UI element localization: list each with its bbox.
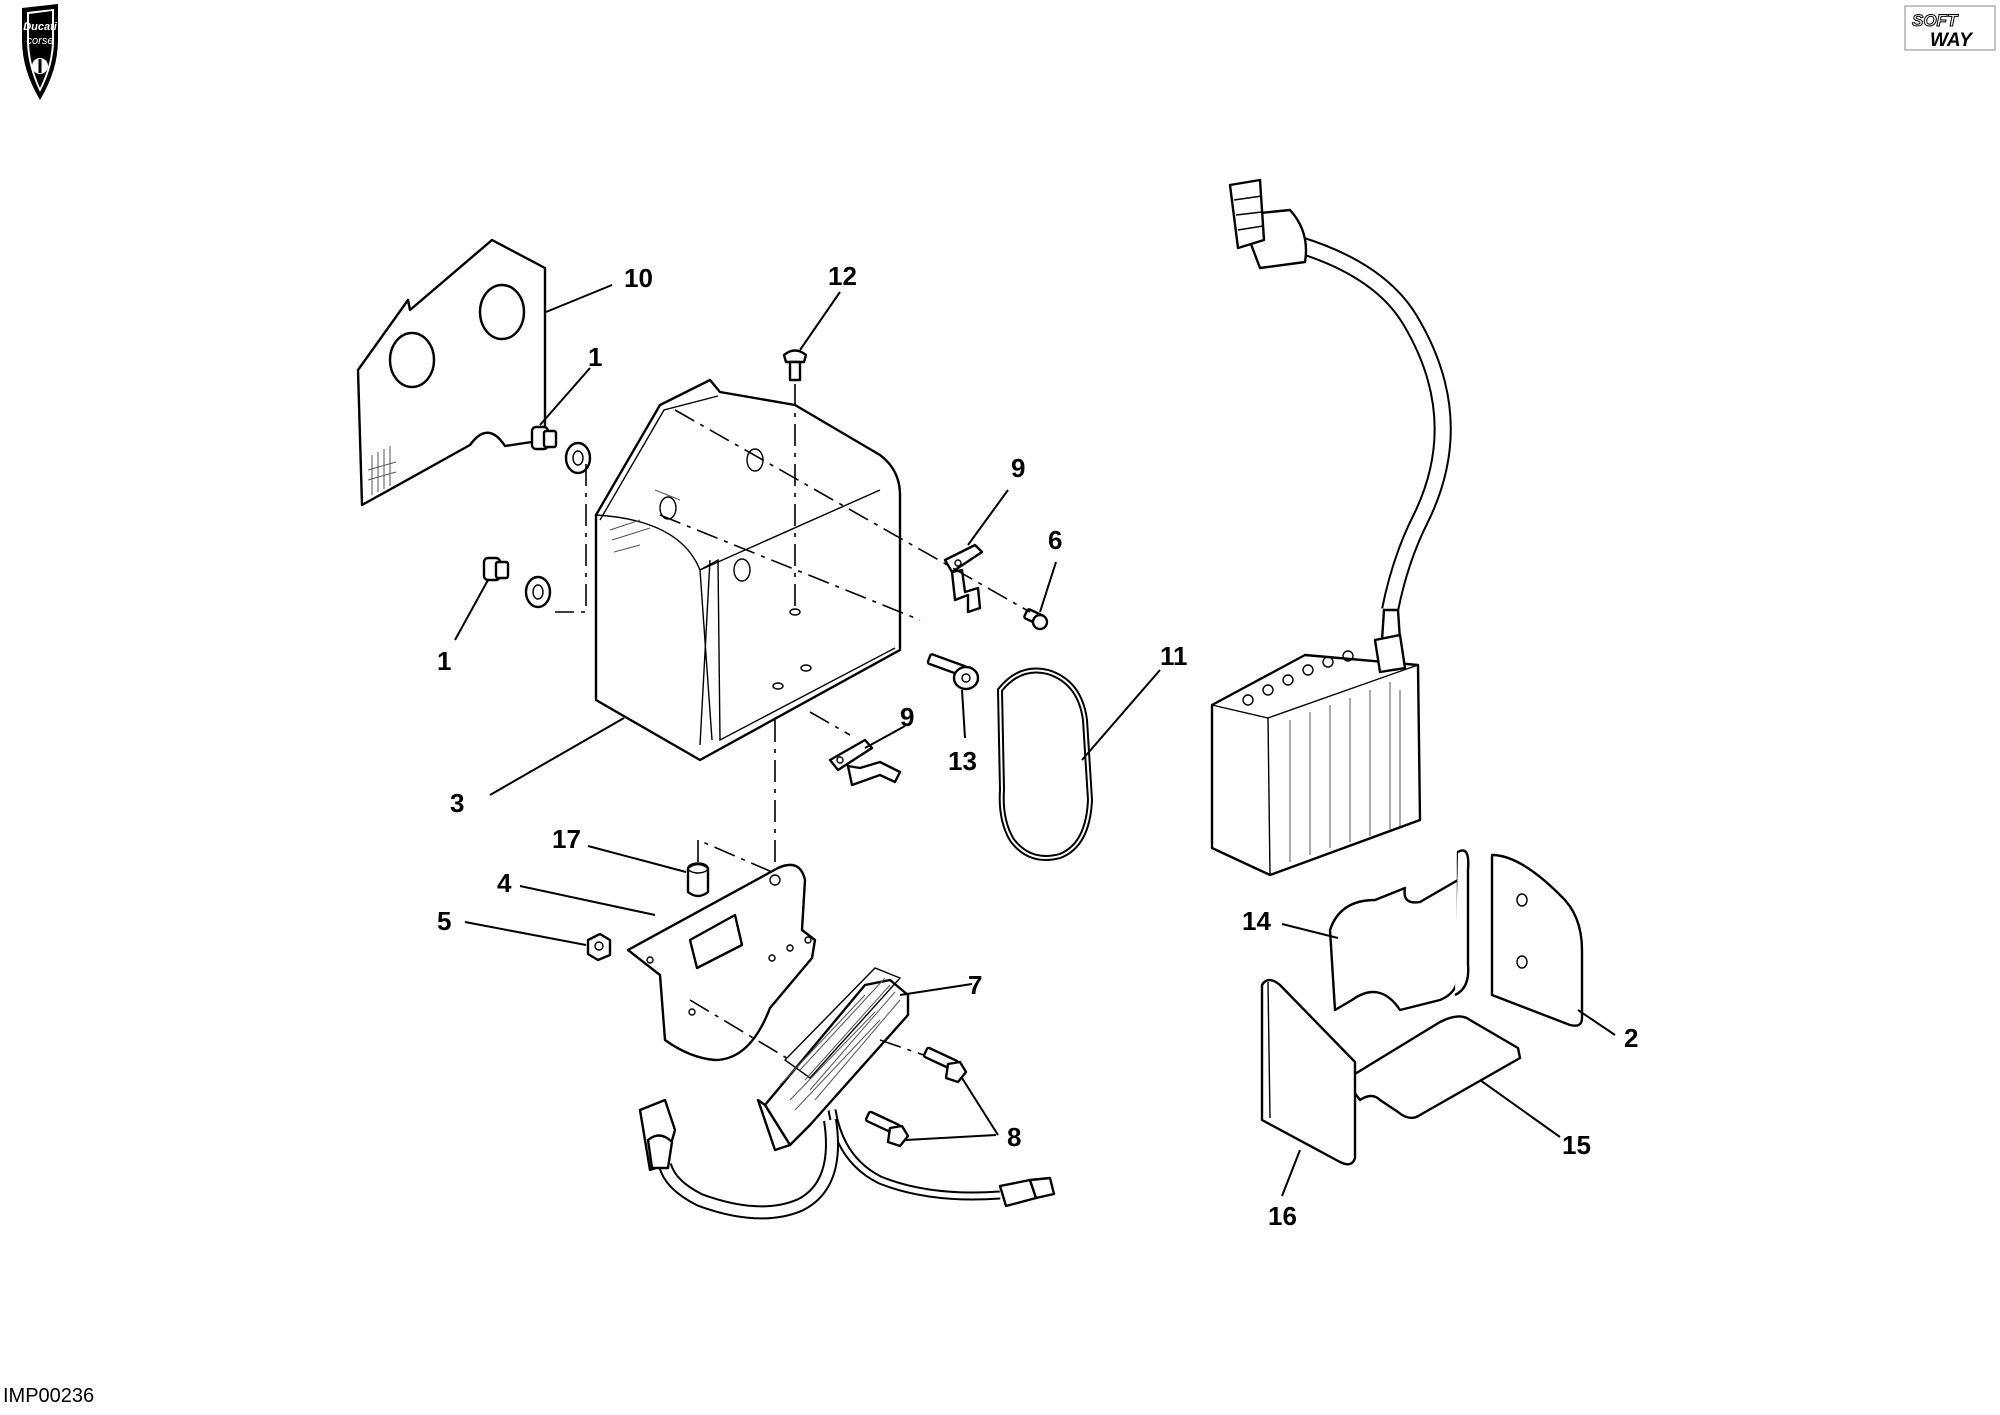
part-16-front-plate <box>1260 978 1357 1166</box>
logo-text-corse: corse <box>27 35 54 47</box>
callout-6: 6 <box>1048 525 1062 555</box>
logo-text-ducati: Ducati <box>23 21 58 33</box>
drawing-code: IMP00236 <box>3 1385 95 1407</box>
leader-5 <box>464 921 587 946</box>
assembly-line-6 <box>674 409 1031 613</box>
callout-8: 8 <box>1007 1122 1021 1152</box>
leader-1-lower <box>454 579 489 641</box>
leader-1-upper <box>539 367 591 426</box>
part-8-bolt-lower <box>864 1110 910 1148</box>
part-6-small-screw <box>1023 608 1049 631</box>
callout-14: 14 <box>1242 906 1271 936</box>
leader-3 <box>489 717 625 796</box>
part-12-screw-top <box>782 349 808 382</box>
callout-9-lower: 9 <box>900 702 914 732</box>
part-13-bolt <box>926 653 980 691</box>
leader-8-upper <box>961 1077 999 1136</box>
leader-16 <box>1281 1149 1301 1197</box>
part-9-clip-lower <box>828 738 902 787</box>
callout-2: 2 <box>1624 1023 1638 1053</box>
part-17-spacer <box>686 862 710 898</box>
assembly-line-grommets <box>555 464 587 613</box>
part-10-heat-shield <box>356 238 547 507</box>
leader-9-upper <box>967 489 1009 546</box>
callout-9-upper: 9 <box>1011 453 1025 483</box>
leader-14 <box>1281 923 1339 939</box>
callout-1-lower: 1 <box>437 646 451 676</box>
part-2-side-plate <box>1490 853 1584 1027</box>
part-15-bracket-base <box>1343 1015 1522 1120</box>
regulator-wiring-harness <box>638 1098 1056 1220</box>
corner-mark-way: WAY <box>1930 30 1974 51</box>
callout-7: 7 <box>968 970 982 1000</box>
callout-5: 5 <box>437 906 451 936</box>
part-14-battery-bracket-rear <box>1328 849 1470 1012</box>
callout-11: 11 <box>1160 641 1188 671</box>
leader-2 <box>1577 1009 1616 1036</box>
callout-16: 16 <box>1268 1201 1297 1231</box>
part-1-grommet-upper <box>530 425 592 475</box>
battery <box>1210 633 1422 877</box>
leader-15 <box>1479 1079 1561 1138</box>
part-3-battery-box <box>594 378 902 762</box>
assembly-line-9-lower <box>809 711 851 736</box>
part-4-mounting-plate <box>626 863 817 1062</box>
leader-7 <box>899 983 973 996</box>
leader-13 <box>961 689 966 739</box>
part-8-bolt-upper <box>922 1046 968 1084</box>
part-11-seal-ring <box>996 667 1094 861</box>
part-7-voltage-regulator <box>756 967 910 1152</box>
callout-3: 3 <box>450 788 464 818</box>
assembly-line-17 <box>697 838 773 873</box>
callout-10: 10 <box>624 263 653 293</box>
part-1-grommet-lower <box>482 556 552 609</box>
leader-17 <box>587 845 687 873</box>
callout-17: 17 <box>552 824 581 854</box>
assembly-line-regulator <box>689 999 791 1061</box>
assembly-line-box <box>659 514 921 621</box>
leader-9-lower <box>864 725 906 749</box>
part-9-clip-upper <box>943 543 984 614</box>
battery-cable <box>1228 178 1452 642</box>
callout-1-upper: 1 <box>588 342 602 372</box>
callout-4: 4 <box>497 868 512 898</box>
callout-12: 12 <box>828 261 857 291</box>
leader-12 <box>799 291 841 351</box>
callout-15: 15 <box>1562 1130 1591 1160</box>
leader-4 <box>519 885 656 916</box>
leader-10 <box>545 284 613 313</box>
leader-8-lower <box>905 1134 997 1141</box>
ducati-corse-logo: Ducati corse <box>22 4 58 100</box>
leader-11 <box>1081 669 1161 761</box>
soft-way-mark: SOFT WAY <box>1904 5 1996 51</box>
leader-6 <box>1039 561 1057 613</box>
corner-mark-soft: SOFT <box>1912 11 1959 30</box>
callout-13: 13 <box>948 746 977 776</box>
part-5-nut <box>586 932 612 962</box>
